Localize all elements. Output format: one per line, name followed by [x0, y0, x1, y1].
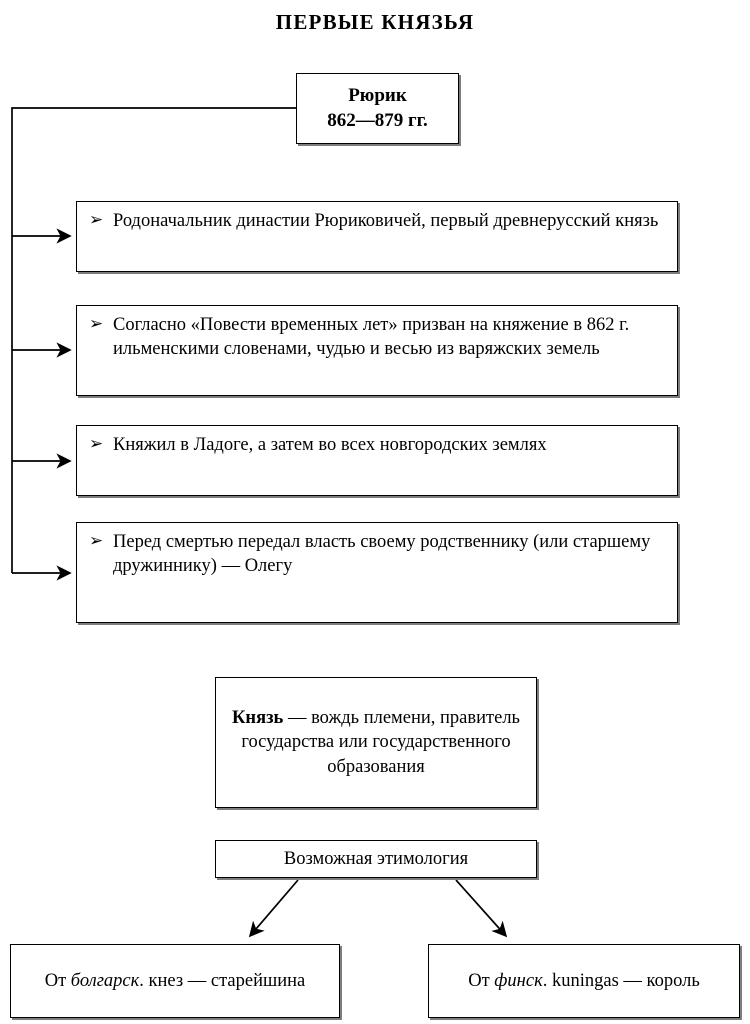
fact-text: Перед смертью передал власть своему родс…	[113, 532, 651, 577]
etymology-arrow-left	[248, 879, 299, 938]
node-etymology-bulgarian: От болгарск. кнез — старейшина	[10, 944, 340, 1018]
bullet-arrow-icon: ➢	[89, 531, 104, 550]
node-fact-2: ➢ Согласно «Повести временных лет» призв…	[76, 305, 678, 396]
fact-row: ➢ Княжил в Ладоге, а затем во всех новго…	[89, 433, 667, 457]
fact-text: Родоначальник династии Рюриковичей, перв…	[113, 211, 659, 231]
fact-row: ➢ Родоначальник династии Рюриковичей, пе…	[89, 209, 667, 233]
fact-row: ➢ Согласно «Повести временных лет» призв…	[89, 313, 667, 362]
etymology-header-label: Возможная этимология	[283, 848, 469, 869]
ruler-name: Рюрик	[348, 85, 407, 107]
node-etymology-header: Возможная этимология	[215, 840, 537, 878]
node-fact-3: ➢ Княжил в Ладоге, а затем во всех новго…	[76, 425, 678, 496]
bullet-arrow-icon: ➢	[89, 314, 104, 333]
page-title: ПЕРВЫЕ КНЯЗЬЯ	[275, 10, 475, 34]
fact-text: Согласно «Повести временных лет» призван…	[113, 315, 630, 360]
node-etymology-finnish: От финск. kuningas — король	[428, 944, 740, 1018]
etymology-prefix: От	[44, 970, 71, 991]
etymology-option-text: От финск. kuningas — король	[439, 969, 729, 993]
fact-text: Княжил в Ладоге, а затем во всех новгоро…	[113, 435, 547, 455]
definition-paragraph: Князь — вождь племени, правитель государ…	[228, 706, 524, 779]
node-definition-knyaz: Князь — вождь племени, правитель государ…	[215, 677, 537, 808]
bullet-arrow-icon: ➢	[89, 210, 104, 229]
definition-term: Князь	[232, 707, 284, 728]
etymology-source-language: болгарск	[70, 970, 140, 991]
etymology-prefix: От	[468, 970, 495, 991]
node-fact-4: ➢ Перед смертью передал власть своему ро…	[76, 522, 678, 623]
etymology-meaning: . кнез — старейшина	[139, 970, 306, 991]
ruler-reign-years: 862—879 гг.	[327, 109, 428, 131]
etymology-option-text: От болгарск. кнез — старейшина	[21, 969, 329, 993]
bullet-arrow-icon: ➢	[89, 434, 104, 453]
definition-body: — вождь племени, правитель государства и…	[241, 707, 520, 777]
etymology-source-language: финск	[494, 970, 543, 991]
node-fact-1: ➢ Родоначальник династии Рюриковичей, пе…	[76, 201, 678, 272]
etymology-arrow-right	[455, 879, 508, 938]
node-ruler-ryurik: Рюрик 862—879 гг.	[296, 73, 459, 144]
etymology-meaning: . kuningas — король	[542, 970, 700, 991]
fact-row: ➢ Перед смертью передал власть своему ро…	[89, 530, 667, 579]
